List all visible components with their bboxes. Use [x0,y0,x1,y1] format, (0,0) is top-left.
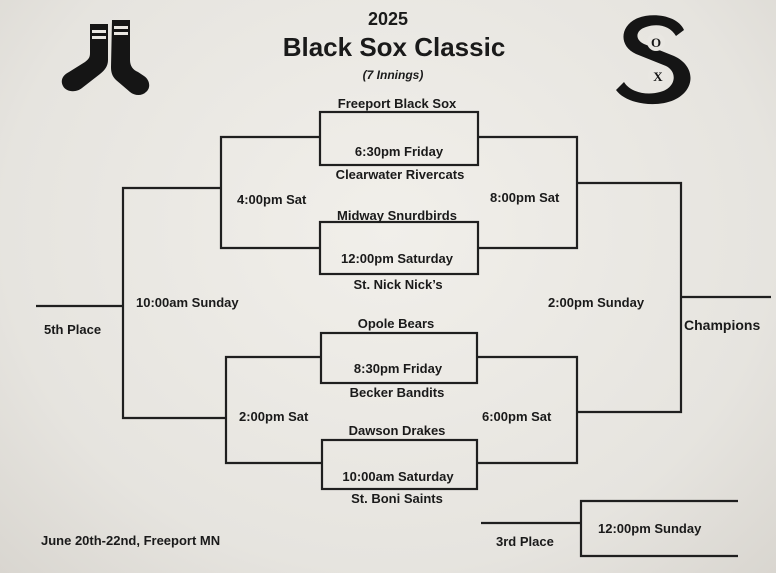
bracket-left-top [219,135,320,250]
svg-text:X: X [653,69,663,84]
tournament-title: Black Sox Classic [282,32,506,62]
fifth-place-label: 5th Place [44,322,102,337]
left-top-game-time: 4:00pm Sat [237,192,307,207]
champions-label: Champions [684,317,761,333]
team-opole-bears: Opole Bears [357,316,435,331]
svg-text:O: O [651,35,661,50]
event-dates-location: June 20th-22nd, Freeport MN [41,533,221,548]
game-1-time: 6:30pm Friday [354,144,444,159]
team-becker-bandits: Becker Bandits [349,385,445,400]
bracket-left-bottom [224,355,322,465]
tournament-subtitle: (7 Innings) [362,68,424,82]
game-box-2 [318,220,480,276]
tournament-year: 2025 [367,9,409,29]
team-freeport-black-sox: Freeport Black Sox [337,96,457,111]
left-bottom-game-time: 2:00pm Sat [239,409,309,424]
game-box-1 [318,110,480,167]
game-2-time: 12:00pm Saturday [341,251,453,266]
game-box-4 [320,438,479,491]
third-place-bracket [579,499,738,558]
game-3-time: 8:30pm Friday [353,361,443,376]
game-4-time: 10:00am Saturday [342,469,454,484]
red-sox-socks-icon [60,18,152,107]
team-st-nick-nicks: St. Nick Nick’s [353,277,443,292]
white-sox-logo-icon: O X [612,12,696,111]
right-top-game-time: 8:00pm Sat [490,190,560,205]
bracket-right-top [478,135,579,250]
right-bottom-game-time: 6:00pm Sat [482,409,552,424]
championship-game-time: 2:00pm Sunday [548,295,645,310]
team-midway-snurdbirds: Midway Snurdbirds [337,208,457,223]
fifth-place-game-time: 10:00am Sunday [136,295,239,310]
third-place-label: 3rd Place [496,534,554,549]
team-dawson-drakes: Dawson Drakes [348,423,446,438]
bracket-right-bottom [477,355,579,465]
third-place-game-time: 12:00pm Sunday [598,521,702,536]
team-st-boni-saints: St. Boni Saints [351,491,443,506]
team-clearwater-rivercats: Clearwater Rivercats [335,167,465,182]
bracket-left-final [121,186,226,420]
